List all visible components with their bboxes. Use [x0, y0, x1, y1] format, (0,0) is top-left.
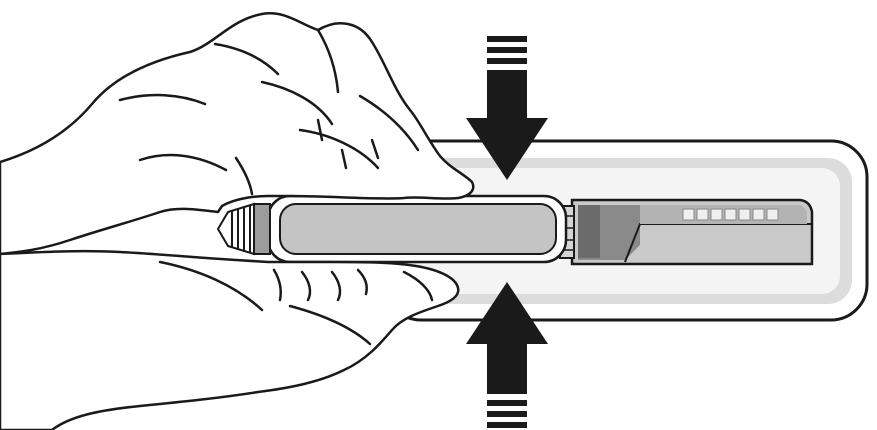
- hand-lower: [0, 249, 460, 430]
- pen-rear-dark: [578, 205, 600, 258]
- hand: [0, 12, 475, 430]
- pen-cap-inner: [279, 203, 557, 255]
- dose-window: [682, 208, 779, 221]
- pen-cap-end: [216, 202, 271, 256]
- hand-upper: [0, 12, 475, 256]
- arrow-up-icon: [466, 282, 548, 428]
- pen-device: [216, 194, 814, 266]
- arrow-down-icon: [466, 36, 548, 180]
- pen-upper-panel: [640, 205, 807, 224]
